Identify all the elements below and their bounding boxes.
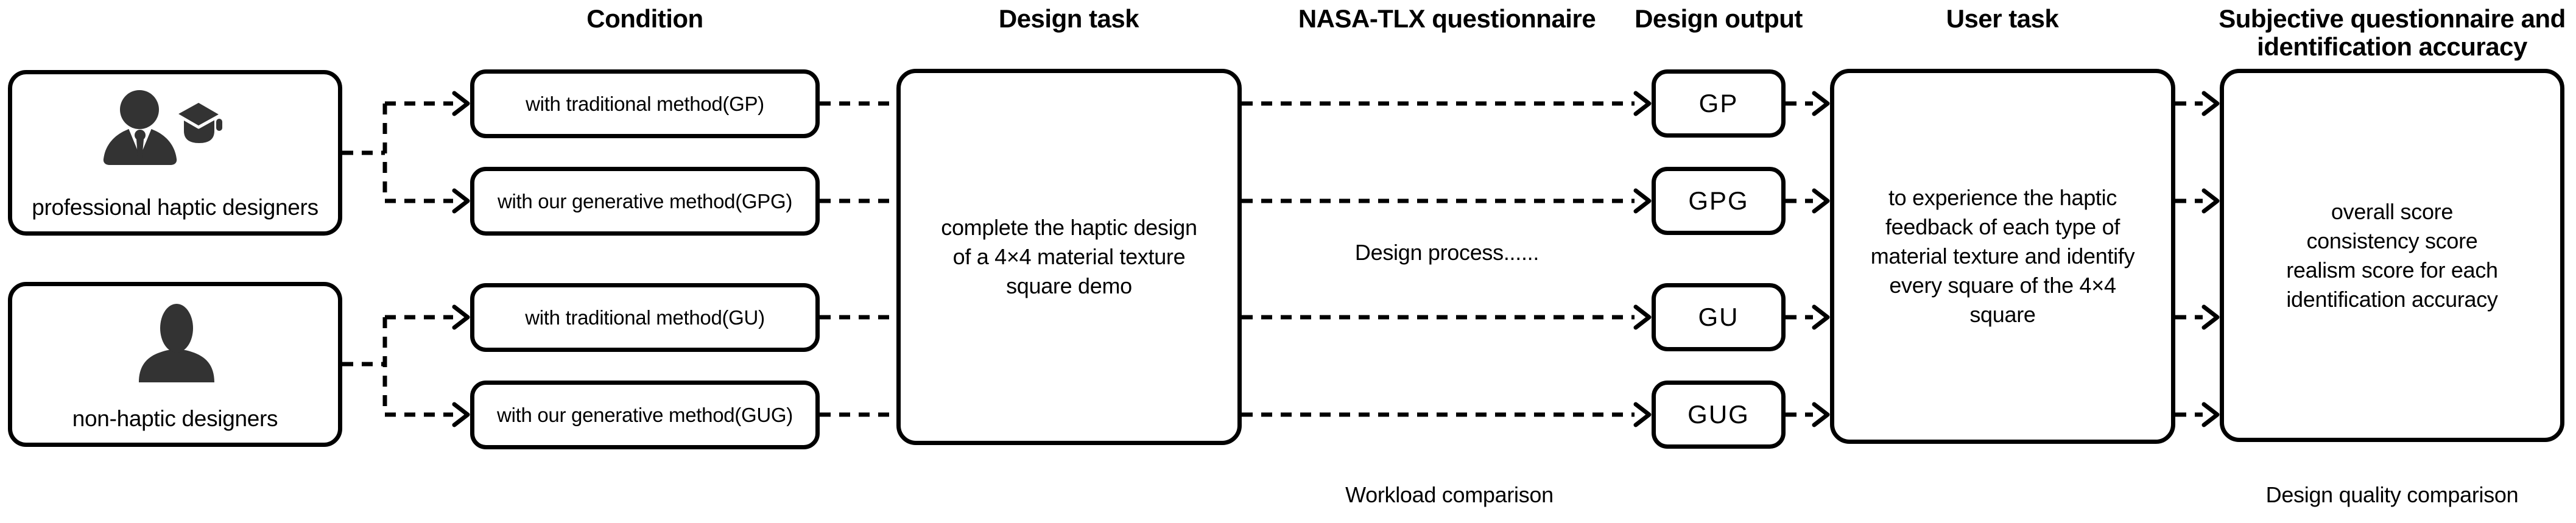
header-design-task: Design task: [998, 4, 1139, 33]
arrowhead-user-gu: [1812, 304, 1830, 330]
graduation-cap-board: [174, 99, 222, 129]
user-task-box: to experience the haptic feedback of eac…: [1830, 69, 2175, 444]
arrowhead-gug: [452, 402, 470, 427]
condition-box-gpg: with our generative method(GPG): [470, 167, 820, 236]
output-label: GUG: [1687, 400, 1750, 429]
tie-knot: [135, 130, 146, 141]
arrowhead-out-gug: [1633, 402, 1652, 427]
participant-box-professional: professional haptic designers: [8, 70, 342, 236]
condition-box-gug: with our generative method(GUG): [470, 381, 820, 449]
arrowhead-subj-2: [2201, 188, 2220, 214]
output-label: GPG: [1688, 186, 1749, 215]
condition-label: with our generative method(GPG): [497, 189, 793, 212]
arrowhead-gu: [452, 304, 470, 330]
user-task-text: to experience the haptic feedback of eac…: [1870, 185, 2135, 327]
arrowhead-subj-3: [2201, 304, 2220, 330]
output-box-gug: GUG: [1652, 381, 1786, 449]
output-box-gpg: GPG: [1652, 167, 1786, 235]
design-task-box: complete the haptic design of a 4×4 mate…: [896, 69, 1242, 445]
arrowhead-out-gu: [1633, 304, 1652, 330]
caption-workload-comparison: Workload comparison: [1345, 482, 1554, 507]
output-label: GU: [1698, 303, 1739, 331]
arrowhead-subj-4: [2201, 402, 2220, 427]
arrowhead-user-gp: [1812, 91, 1830, 116]
person-head: [160, 304, 193, 353]
header-user-task: User task: [1946, 4, 2059, 33]
tie: [136, 139, 144, 160]
header-condition: Condition: [586, 4, 703, 33]
condition-box-gp: with traditional method(GP): [470, 69, 820, 138]
person-shoulders: [139, 349, 214, 382]
caption-design-process: Design process......: [1354, 240, 1540, 265]
condition-label: with traditional method(GU): [525, 306, 765, 329]
participant-label: professional haptic designers: [32, 195, 318, 220]
condition-label: with traditional method(GP): [526, 92, 764, 115]
graduation-cap-tassel: [216, 119, 222, 131]
design-task-text: complete the haptic design of a 4×4 mate…: [941, 215, 1197, 298]
arrowhead-out-gp: [1633, 91, 1652, 116]
arrowhead-out-gpg: [1633, 188, 1652, 214]
arrowhead-gpg: [452, 188, 470, 214]
caption-design-quality-comparison: Design quality comparison: [2265, 482, 2519, 507]
condition-box-gu: with traditional method(GU): [470, 283, 820, 352]
person-icon: [139, 304, 214, 382]
participant-label: non-haptic designers: [72, 406, 278, 431]
output-label: GP: [1698, 89, 1739, 118]
arrowhead-subj-1: [2201, 91, 2220, 116]
condition-label: with our generative method(GUG): [497, 403, 793, 426]
subjective-text: overall score consistency score realism …: [2286, 198, 2498, 312]
arrowhead-gp: [452, 91, 470, 116]
arrowhead-user-gpg: [1812, 188, 1830, 214]
person-head: [120, 90, 159, 129]
arrowhead-user-gug: [1812, 402, 1830, 427]
participant-box-non-haptic: non-haptic designers: [8, 282, 342, 447]
person-graduate-icon: [103, 90, 222, 165]
output-box-gu: GU: [1652, 283, 1786, 351]
header-nasa-tlx: NASA-TLX questionnaire: [1298, 4, 1596, 33]
header-subjective: Subjective questionnaire and identificat…: [2219, 4, 2566, 61]
header-design-output: Design output: [1635, 4, 1803, 33]
output-box-gp: GP: [1652, 69, 1786, 138]
subjective-box: overall score consistency score realism …: [2220, 69, 2564, 442]
